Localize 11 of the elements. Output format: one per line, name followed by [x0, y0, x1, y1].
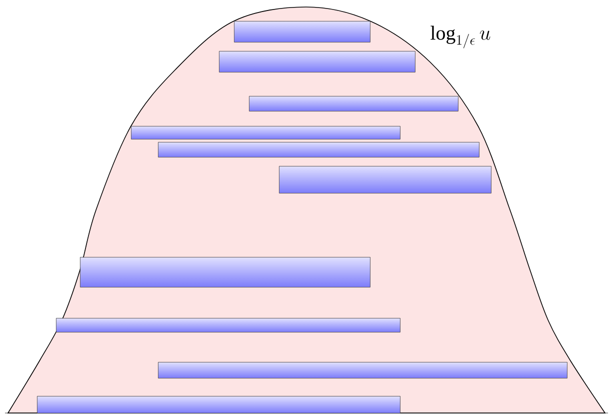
- interval-bar: [279, 166, 492, 194]
- interval-bar: [37, 396, 400, 414]
- interval-bar: [249, 96, 458, 112]
- interval-bar: [56, 318, 400, 332]
- interval-bar: [219, 51, 416, 72]
- interval-bar: [131, 126, 400, 140]
- interval-bar: [234, 21, 370, 42]
- interval-bar: [158, 362, 568, 378]
- interval-bar: [158, 142, 480, 158]
- curve-label: $\log_{1/\epsilon} u$: [430, 26, 490, 48]
- interval-bar: [80, 257, 370, 288]
